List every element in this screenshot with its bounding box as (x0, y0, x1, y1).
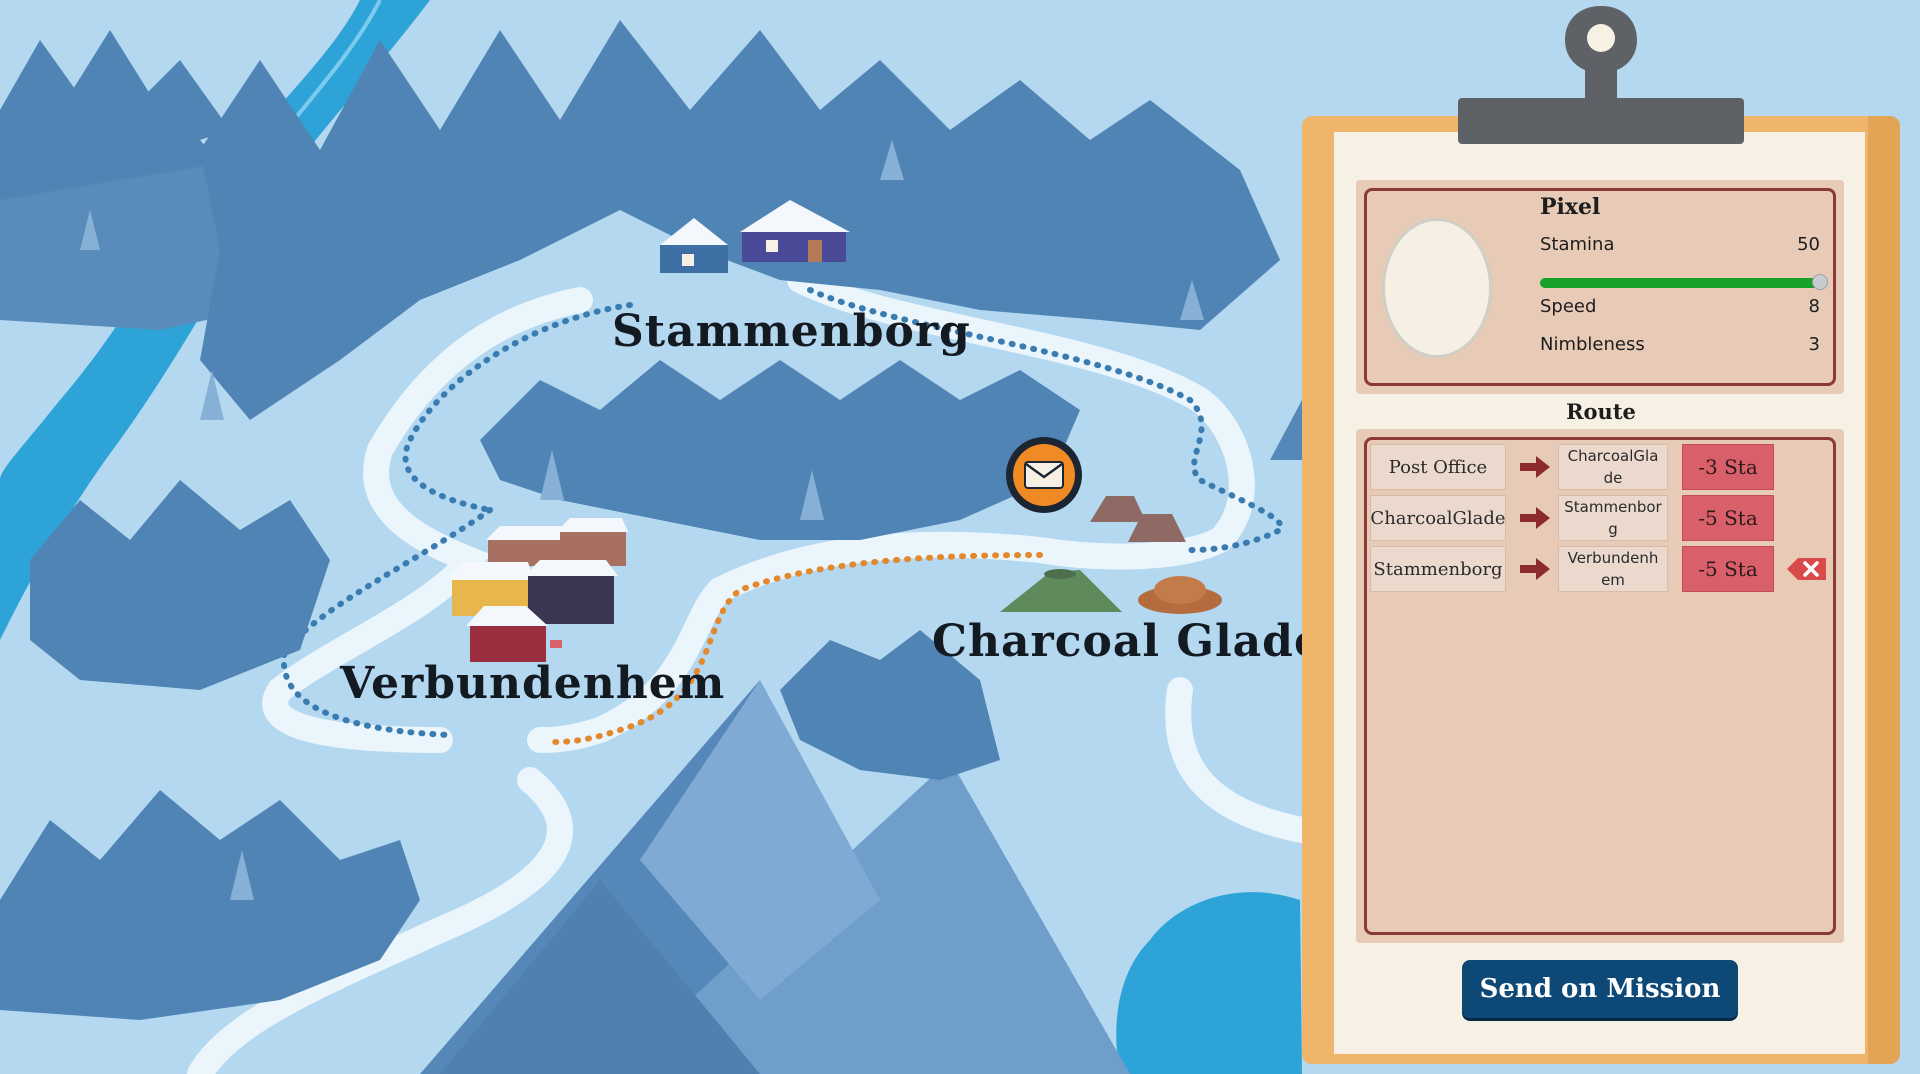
clipboard-edge (1868, 116, 1900, 1064)
stat-value-speed: 8 (1808, 296, 1820, 317)
route-leg-cost: -5 Sta (1682, 546, 1774, 592)
town-label-charcoal-glade[interactable]: Charcoal Glade (932, 616, 1323, 667)
route-leg-to[interactable]: Verbundenhem (1558, 546, 1668, 592)
envelope-icon (1013, 444, 1075, 506)
character-portrait (1382, 218, 1492, 358)
stat-value-stamina: 50 (1797, 234, 1820, 255)
stat-label-nimbleness: Nimbleness (1540, 334, 1645, 355)
arrow-right-icon (1520, 507, 1550, 529)
stamina-bar (1540, 274, 1828, 290)
route-panel-border (1364, 437, 1836, 935)
route-leg: Post Office CharcoalGlade -3 Sta (1370, 444, 1840, 492)
arrow-right-icon (1520, 558, 1550, 580)
character-card-border (1364, 188, 1836, 386)
route-leg: CharcoalGlade Stammenborg -5 Sta (1370, 495, 1840, 543)
arrow-right-icon (1520, 456, 1550, 478)
route-leg-from[interactable]: Post Office (1370, 444, 1506, 490)
stat-label-speed: Speed (1540, 296, 1597, 317)
character-name: Pixel (1540, 194, 1601, 220)
stat-label-stamina: Stamina (1540, 234, 1615, 255)
clipboard-clip (1458, 98, 1744, 144)
route-heading: Route (1566, 399, 1636, 424)
clip-ring-icon (1565, 6, 1637, 110)
route-leg-cost: -3 Sta (1682, 444, 1774, 490)
stat-value-nimbleness: 3 (1808, 334, 1820, 355)
route-leg: Stammenborg Verbundenhem -5 Sta (1370, 546, 1840, 594)
stamina-bar-knob (1812, 274, 1828, 290)
town-label-stammenborg[interactable]: Stammenborg (612, 306, 971, 357)
town-label-verbundenhem[interactable]: Verbundenhem (340, 658, 726, 709)
route-leg-cost: -5 Sta (1682, 495, 1774, 541)
route-leg-from[interactable]: Stammenborg (1370, 546, 1506, 592)
remove-leg-button[interactable] (1786, 556, 1828, 582)
post-office-marker[interactable] (1006, 437, 1082, 513)
send-on-mission-button[interactable]: Send on Mission (1462, 960, 1738, 1018)
route-leg-from[interactable]: CharcoalGlade (1370, 495, 1506, 541)
route-leg-to[interactable]: Stammenborg (1558, 495, 1668, 541)
stamina-bar-fill (1540, 278, 1820, 288)
route-leg-to[interactable]: CharcoalGlade (1558, 444, 1668, 490)
